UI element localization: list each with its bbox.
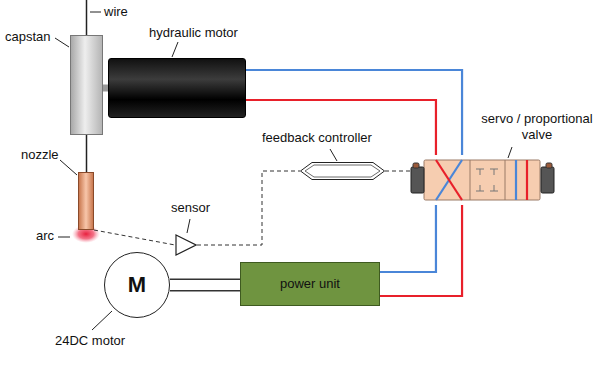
valve-symbol: servo / proportional valve bbox=[410, 155, 555, 205]
connector-path bbox=[380, 205, 462, 296]
nozzle: nozzle bbox=[78, 172, 94, 230]
connector-path bbox=[380, 205, 436, 272]
connector-path bbox=[246, 100, 436, 155]
node-text: power unit bbox=[280, 276, 340, 292]
connector bbox=[380, 205, 436, 272]
hydraulic-motor: hydraulic motor bbox=[108, 58, 246, 118]
valve-body bbox=[424, 160, 540, 200]
connector bbox=[94, 230, 175, 245]
controller-hexagon: feedback controller bbox=[300, 162, 385, 180]
valve-line bbox=[436, 160, 462, 200]
part-label: sensor bbox=[171, 200, 210, 216]
valve-drawing bbox=[410, 155, 555, 205]
solenoid bbox=[541, 167, 554, 193]
hexagon-outline bbox=[301, 163, 385, 180]
leader-line bbox=[55, 38, 69, 47]
leader-line bbox=[187, 219, 190, 233]
leader-line bbox=[60, 160, 77, 175]
wire-line bbox=[86, 0, 88, 35]
part-label: 24DC motor bbox=[55, 333, 125, 349]
part-label: feedback controller bbox=[262, 130, 372, 146]
part-label: capstan bbox=[5, 29, 51, 45]
valve-line bbox=[515, 160, 517, 200]
connector bbox=[380, 205, 462, 296]
connector-path bbox=[94, 230, 175, 245]
valve-line bbox=[480, 185, 481, 191]
connector bbox=[246, 100, 436, 155]
solenoid bbox=[411, 167, 424, 193]
leader-line bbox=[58, 237, 70, 238]
part-label: hydraulic motor bbox=[149, 25, 238, 41]
connector bbox=[86, 135, 87, 172]
valve-line bbox=[526, 160, 528, 200]
leader-line bbox=[92, 311, 112, 330]
sensor-outline bbox=[176, 235, 196, 255]
valve-line bbox=[470, 160, 471, 200]
connector-path bbox=[170, 279, 240, 292]
connector-path bbox=[246, 70, 462, 155]
solenoid-cap bbox=[546, 163, 552, 168]
part-label: nozzle bbox=[21, 147, 59, 163]
power-unit-box: power unit bbox=[240, 262, 380, 306]
part-label: servo / proportional valve bbox=[474, 111, 600, 143]
connector bbox=[385, 171, 410, 172]
valve-line bbox=[480, 169, 481, 175]
connector-path bbox=[86, 135, 88, 172]
valve-line bbox=[505, 160, 506, 200]
capstan-drum: capstan bbox=[70, 35, 103, 135]
connector bbox=[246, 70, 462, 155]
solenoid-cap bbox=[413, 163, 419, 168]
valve-line bbox=[494, 185, 495, 191]
node-text: M bbox=[128, 272, 146, 298]
shaft-inner bbox=[170, 280, 240, 290]
valve-line bbox=[436, 160, 462, 200]
leader-line bbox=[172, 42, 178, 57]
valve-line bbox=[494, 169, 495, 175]
part-label: wire bbox=[104, 4, 128, 20]
hexagon-inner bbox=[305, 165, 380, 177]
connector bbox=[197, 171, 300, 245]
part-label: arc bbox=[36, 228, 54, 244]
connector bbox=[170, 285, 240, 286]
connector-path bbox=[197, 171, 300, 245]
controller-shape bbox=[300, 162, 385, 180]
leader-line bbox=[508, 147, 512, 158]
electric-motor: M24DC motor bbox=[104, 252, 170, 318]
connector-path bbox=[385, 171, 410, 172]
leader-line bbox=[90, 12, 101, 13]
sensor-triangle bbox=[175, 234, 197, 256]
leader-line bbox=[330, 149, 337, 161]
sensor-symbol: sensor bbox=[175, 234, 197, 256]
